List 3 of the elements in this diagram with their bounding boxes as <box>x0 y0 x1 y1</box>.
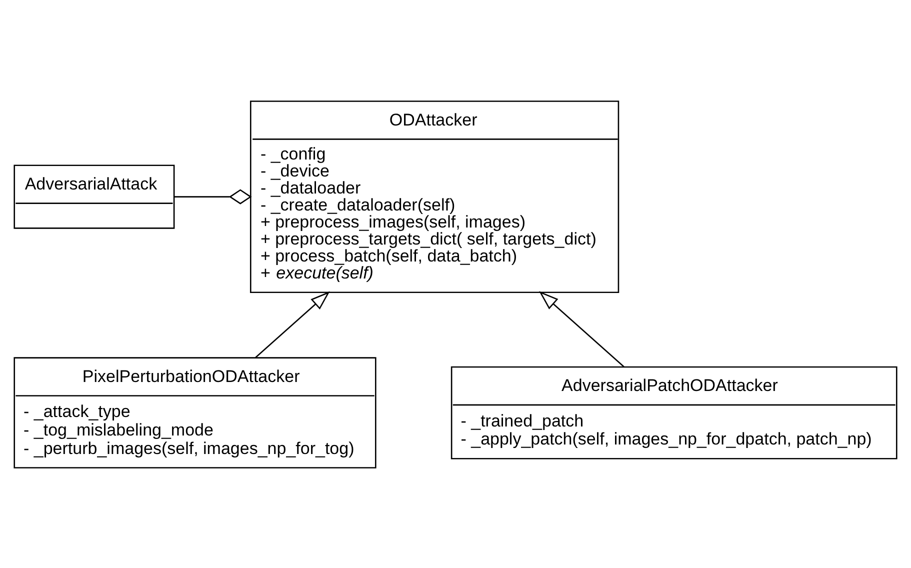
arrow <box>255 290 330 358</box>
arrow <box>538 290 624 367</box>
connector <box>174 188 252 204</box>
